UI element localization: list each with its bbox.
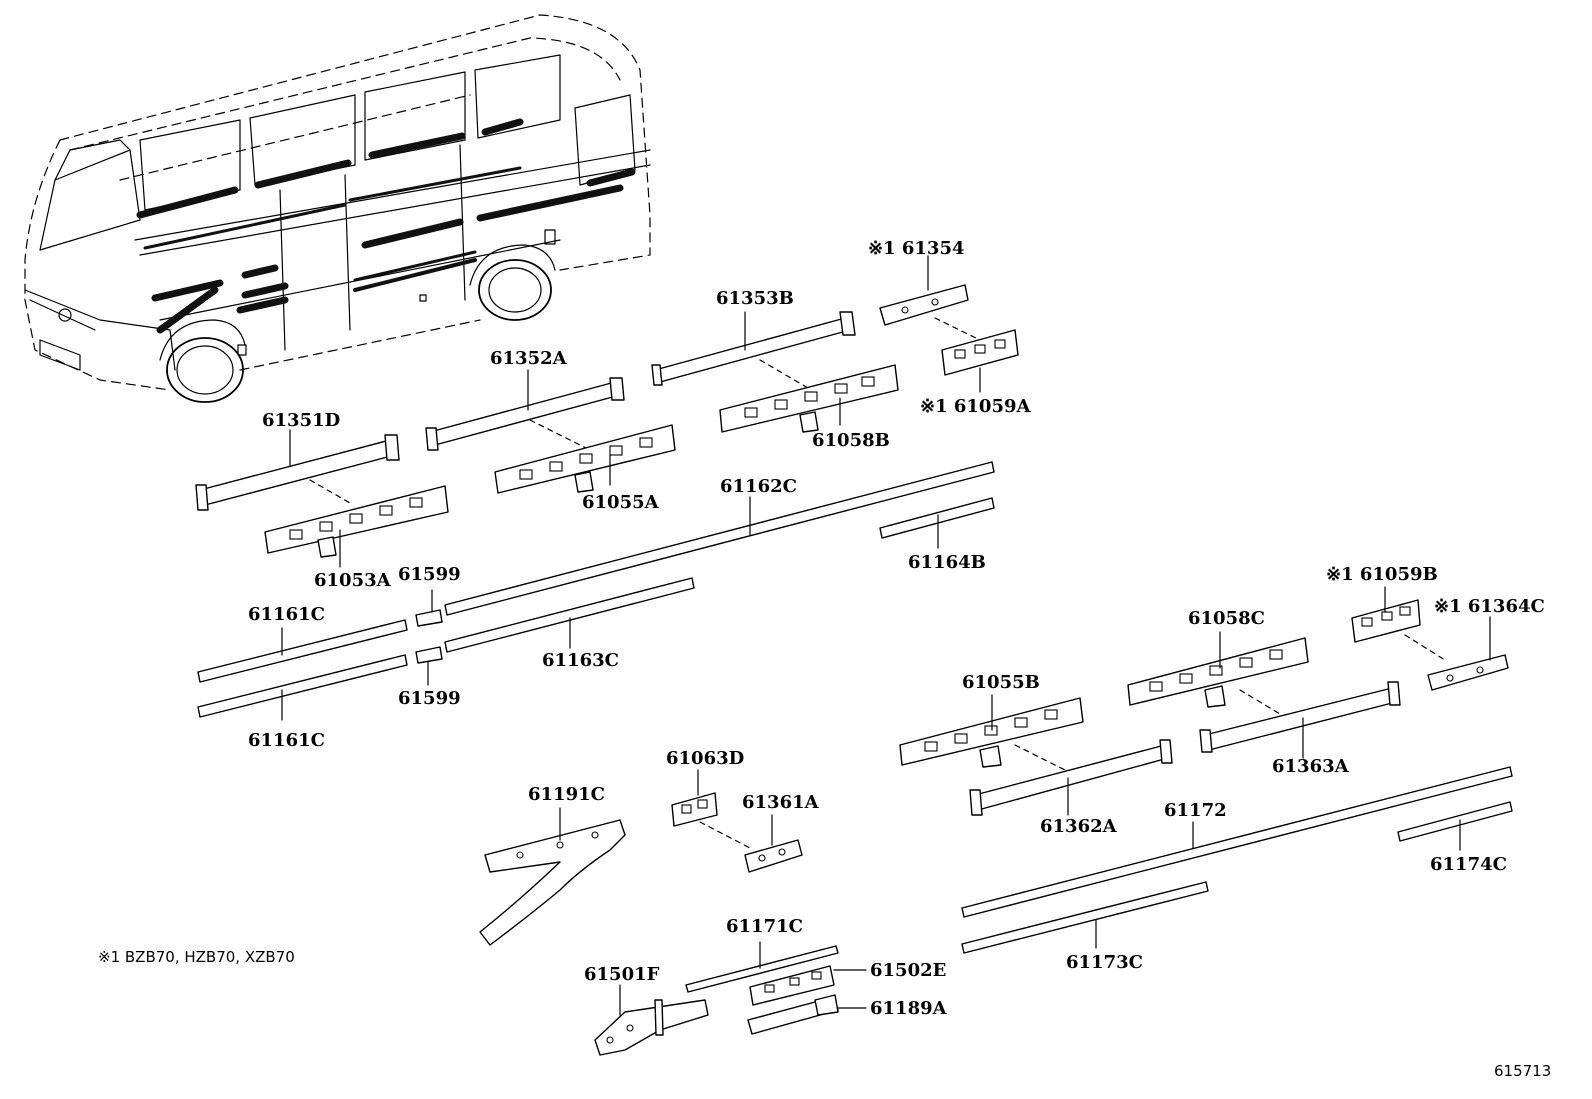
label-61173C: 61173C — [1066, 952, 1143, 973]
diagram-reference-number: 615713 — [1494, 1062, 1551, 1080]
label-61361A: 61361A — [742, 792, 820, 813]
part-61059A-shape — [941, 329, 1019, 393]
part-61163C-shape — [444, 577, 695, 653]
label-61059B: ※1 61059B — [1326, 564, 1438, 585]
part-61502E-shape — [749, 965, 867, 1006]
label-61058C: 61058C — [1188, 608, 1265, 629]
part-61063D-shape — [671, 769, 718, 827]
part-61058C-shape — [1127, 631, 1309, 708]
part-61362A-shape — [969, 739, 1173, 816]
part-61055B-shape — [899, 694, 1084, 768]
label-61161C-lower: 61161C — [248, 730, 325, 751]
label-61053A: 61053A — [314, 570, 392, 591]
part-61053A-shape — [264, 485, 449, 568]
label-61163C: 61163C — [542, 650, 619, 671]
label-61162C: 61162C — [720, 476, 797, 497]
label-61599-upper: 61599 — [398, 564, 461, 585]
label-61599-lower: 61599 — [398, 688, 461, 709]
label-61354: ※1 61354 — [868, 238, 965, 259]
label-61191C: 61191C — [528, 784, 605, 805]
label-61058B: 61058B — [812, 430, 890, 451]
part-61599-upper-shape — [415, 589, 443, 627]
label-61059A: ※1 61059A — [920, 396, 1031, 417]
label-61351D: 61351D — [262, 410, 340, 431]
part-61364C-shape — [1427, 616, 1509, 691]
label-61172: 61172 — [1164, 800, 1227, 821]
part-61172-shape — [961, 766, 1513, 918]
label-61362A: 61362A — [1040, 816, 1118, 837]
applicability-note: ※1 BZB70, HZB70, XZB70 — [98, 948, 295, 966]
part-61351D-shape — [195, 429, 400, 511]
label-61363A: 61363A — [1272, 756, 1350, 777]
part-61501F-shape — [594, 984, 709, 1056]
part-61353B-shape — [651, 311, 856, 386]
part-61161C-lower-shape — [197, 654, 408, 721]
label-61502E: 61502E — [870, 960, 946, 981]
part-61189A-shape — [747, 994, 867, 1035]
label-61063D: 61063D — [666, 748, 744, 769]
label-61164B: 61164B — [908, 552, 986, 573]
part-61161C-upper-shape — [197, 619, 408, 683]
label-61501F: 61501F — [584, 964, 660, 985]
part-61191C-shape — [479, 807, 626, 946]
bus-illustration — [24, 14, 651, 403]
part-61363A-shape — [1199, 681, 1401, 759]
label-61055B: 61055B — [962, 672, 1040, 693]
part-61173C-shape — [961, 881, 1209, 954]
label-61174C: 61174C — [1430, 854, 1507, 875]
label-61161C-upper: 61161C — [248, 604, 325, 625]
label-61353B: 61353B — [716, 288, 794, 309]
label-61055A: 61055A — [582, 492, 660, 513]
part-61164B-shape — [879, 497, 995, 549]
part-61162C-shape — [444, 461, 995, 616]
part-61174C-shape — [1397, 801, 1513, 851]
part-61361A-shape — [744, 814, 803, 873]
part-61354-shape — [879, 255, 969, 326]
label-61171C: 61171C — [726, 916, 803, 937]
label-61189A: 61189A — [870, 998, 948, 1019]
part-61171C-shape — [685, 941, 839, 993]
part-61352A-shape — [425, 369, 625, 451]
part-61059B-shape — [1351, 586, 1421, 643]
label-61364C: ※1 61364C — [1434, 596, 1545, 617]
part-61058B-shape — [719, 364, 899, 433]
part-61055A-shape — [494, 424, 676, 494]
part-61599-lower-shape — [415, 646, 443, 686]
label-61352A: 61352A — [490, 348, 568, 369]
